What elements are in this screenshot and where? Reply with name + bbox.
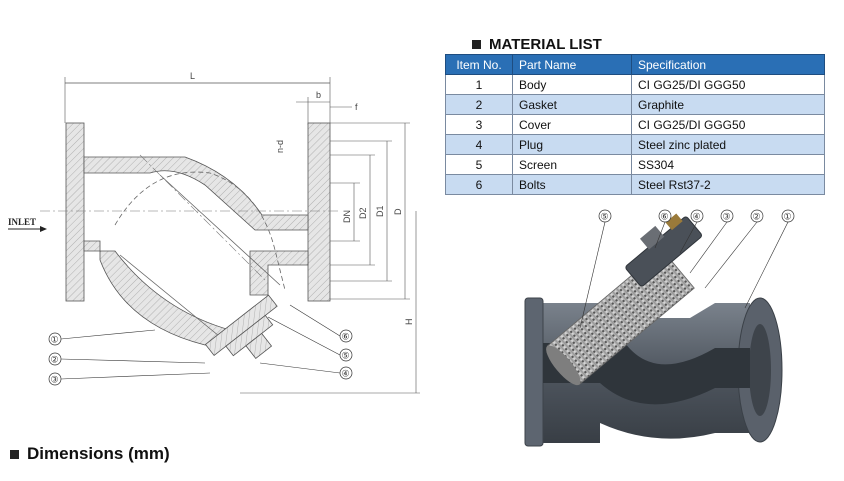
cell-item-no: 2 <box>445 94 513 115</box>
svg-text:①: ① <box>51 335 59 345</box>
cell-item-no: 3 <box>445 114 513 135</box>
cell-specification: Steel zinc plated <box>631 134 825 155</box>
header-part-name: Part Name <box>512 54 632 75</box>
svg-text:⑥: ⑥ <box>342 332 350 342</box>
cell-item-no: 6 <box>445 174 513 195</box>
dimensions-heading: Dimensions (mm) <box>10 444 170 464</box>
header-specification: Specification <box>631 54 825 75</box>
callout-1: ① <box>48 329 156 346</box>
right-flange <box>307 122 331 302</box>
left-flange <box>65 122 85 302</box>
table-row: 6 Bolts Steel Rst37-2 <box>445 174 825 195</box>
svg-text:①: ① <box>784 212 792 222</box>
table-row: 3 Cover CI GG25/DI GGG50 <box>445 114 825 135</box>
table-row: 5 Screen SS304 <box>445 154 825 175</box>
cell-item-no: 5 <box>445 154 513 175</box>
callout-2: ② <box>48 352 206 366</box>
material-list-title: MATERIAL LIST <box>489 36 602 53</box>
cell-specification: CI GG25/DI GGG50 <box>631 74 825 95</box>
dim-label-H: H <box>404 319 414 326</box>
dim-label-L: L <box>190 71 195 81</box>
cell-part-name: Plug <box>512 134 632 155</box>
cell-specification: SS304 <box>631 154 825 175</box>
callout-6: ⑥ <box>289 304 353 343</box>
dim-label-nd: n-d <box>275 140 285 153</box>
cell-part-name: Gasket <box>512 94 632 115</box>
technical-drawing: L b f n-d INLET DN D2 D1 D H <box>8 71 420 394</box>
render-callout-4: ④ <box>679 209 704 254</box>
render-callout-3: ③ <box>689 209 734 274</box>
table-row: 4 Plug Steel zinc plated <box>445 134 825 155</box>
material-list-table: Item No. Part Name Specification 1 Body … <box>445 54 825 195</box>
svg-text:②: ② <box>51 355 59 365</box>
svg-text:⑥: ⑥ <box>661 212 669 222</box>
svg-text:④: ④ <box>342 369 350 379</box>
cell-item-no: 4 <box>445 134 513 155</box>
dim-label-D: D <box>393 208 403 215</box>
cell-part-name: Screen <box>512 154 632 175</box>
svg-text:⑤: ⑤ <box>342 351 350 361</box>
bullet-square-icon <box>472 40 481 49</box>
svg-text:③: ③ <box>51 375 59 385</box>
dim-label-D1: D1 <box>375 205 385 217</box>
render-callout-1: ① <box>744 209 795 309</box>
dim-label-D2: D2 <box>358 207 368 219</box>
render-callout-5: ⑤ <box>579 209 612 329</box>
cell-part-name: Cover <box>512 114 632 135</box>
material-list-heading: MATERIAL LIST <box>472 36 602 53</box>
svg-text:⑤: ⑤ <box>601 212 609 222</box>
cell-specification: Steel Rst37-2 <box>631 174 825 195</box>
render-callout-6: ⑥ <box>654 209 672 249</box>
cell-specification: Graphite <box>631 94 825 115</box>
svg-text:③: ③ <box>723 212 731 222</box>
dim-label-DN: DN <box>342 210 352 223</box>
cell-item-no: 1 <box>445 74 513 95</box>
dim-label-b: b <box>316 90 321 100</box>
svg-text:②: ② <box>753 212 761 222</box>
table-row: 2 Gasket Graphite <box>445 94 825 115</box>
strainer-cutaway-render: ⑤ ⑥ ④ ③ ② ① <box>524 209 795 447</box>
cell-part-name: Bolts <box>512 174 632 195</box>
inlet-label: INLET <box>8 217 36 227</box>
cell-part-name: Body <box>512 74 632 95</box>
callout-4: ④ <box>259 362 353 380</box>
table-header-row: Item No. Part Name Specification <box>445 54 825 75</box>
inlet-arrow-icon <box>40 226 47 232</box>
table-row: 1 Body CI GG25/DI GGG50 <box>445 74 825 95</box>
bullet-square-icon <box>10 449 19 459</box>
render-callout-2: ② <box>704 209 764 289</box>
dim-label-f: f <box>355 102 358 112</box>
callout-3: ③ <box>48 372 211 386</box>
dimensions-title: Dimensions (mm) <box>27 444 170 463</box>
header-item-no: Item No. <box>445 54 513 75</box>
cell-specification: CI GG25/DI GGG50 <box>631 114 825 135</box>
svg-text:④: ④ <box>693 212 701 222</box>
callout-5: ⑤ <box>267 316 353 362</box>
